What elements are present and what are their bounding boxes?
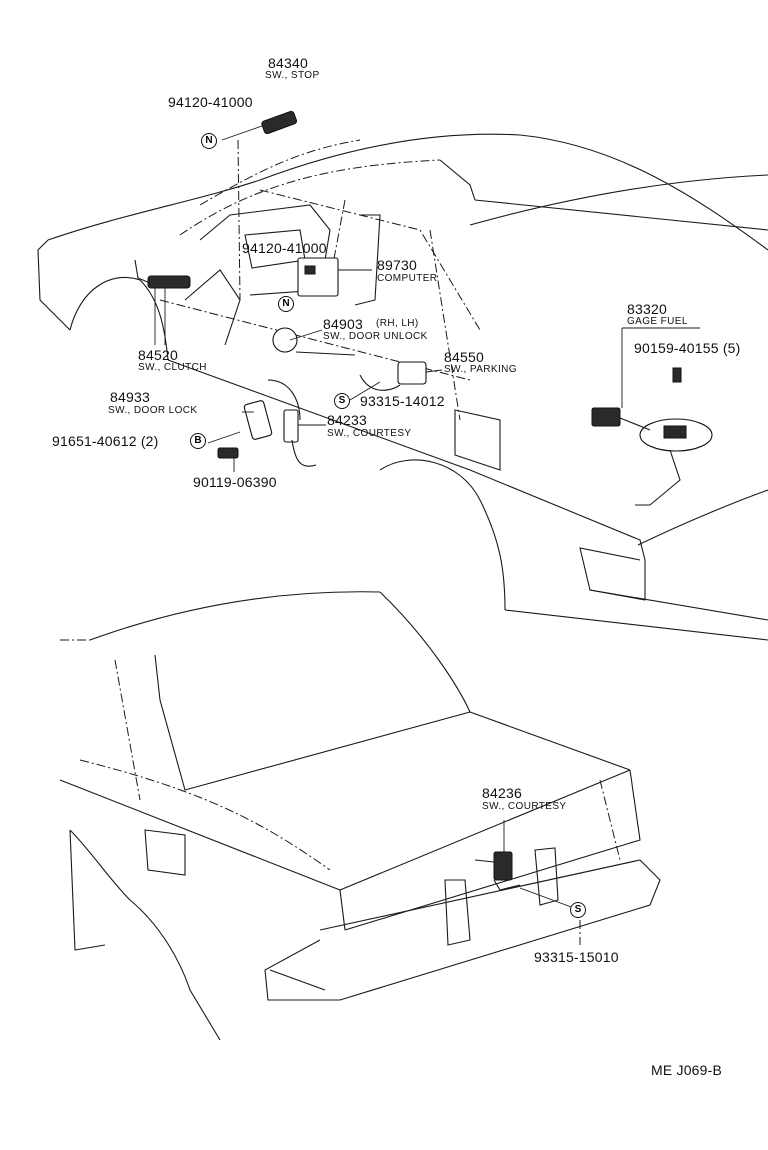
part-84520-number: 84520 bbox=[138, 347, 178, 363]
part-84933-number: 84933 bbox=[110, 389, 150, 405]
front-car-outline bbox=[37, 133, 768, 641]
n-symbol-mid: N bbox=[278, 296, 294, 312]
diagram-code: ME J069-B bbox=[651, 1062, 723, 1078]
part-84520-desc: SW., CLUTCH bbox=[138, 362, 207, 373]
leader-84903 bbox=[289, 329, 323, 341]
part-84236-desc: SW., COURTESY bbox=[482, 801, 567, 812]
part-90159-number: 90159-40155 (5) bbox=[634, 340, 741, 356]
part-91651-number: 91651-40612 (2) bbox=[52, 433, 159, 449]
computer-89730 bbox=[297, 257, 372, 297]
part-84903-number: 84903 bbox=[323, 316, 363, 332]
bolt-90119 bbox=[217, 447, 239, 472]
part-84236-number: 84236 bbox=[482, 785, 522, 801]
part-84340-desc: SW., STOP bbox=[265, 70, 320, 81]
s-symbol-bottom: S bbox=[570, 902, 586, 918]
courtesy-switch-84233 bbox=[283, 409, 317, 467]
part-84233-desc: SW., COURTESY bbox=[327, 428, 412, 439]
part-84233-number: 84233 bbox=[327, 412, 367, 428]
leader-84550 bbox=[425, 369, 443, 373]
door-lock-switch-84933 bbox=[243, 379, 301, 440]
part-94120-top-number: 94120-41000 bbox=[168, 94, 253, 110]
stop-switch-84340 bbox=[221, 110, 298, 141]
part-89730-desc: COMPUTER bbox=[377, 273, 438, 284]
part-83320-desc: GAGE FUEL bbox=[627, 316, 688, 327]
fuel-gage-83320 bbox=[591, 327, 713, 506]
part-94120-mid-number: 94120-41000 bbox=[242, 240, 327, 256]
clutch-switch-84520 bbox=[134, 259, 191, 345]
part-93315-15010-number: 93315-15010 bbox=[534, 949, 619, 965]
n-symbol-top: N bbox=[201, 133, 217, 149]
part-84933-desc: SW., DOOR LOCK bbox=[108, 405, 198, 416]
part-89730-number: 89730 bbox=[377, 257, 417, 273]
s-symbol-mid: S bbox=[334, 393, 350, 409]
leader-91651 bbox=[207, 431, 241, 444]
part-84903-desc: SW., DOOR UNLOCK bbox=[323, 331, 428, 342]
leader-93315-14012 bbox=[349, 381, 381, 401]
part-90119-number: 90119-06390 bbox=[193, 474, 277, 490]
part-83320-number: 83320 bbox=[627, 301, 667, 317]
part-84903-note: (RH, LH) bbox=[376, 318, 419, 329]
part-84550-desc: SW., PARKING bbox=[444, 364, 517, 375]
rear-car-outline bbox=[59, 591, 661, 1041]
part-84340-number: 84340 bbox=[268, 55, 308, 71]
part-93315-14012-number: 93315-14012 bbox=[360, 393, 445, 409]
parking-switch-84550 bbox=[359, 361, 427, 391]
door-unlock-switch-84903 bbox=[272, 327, 356, 356]
b-symbol: B bbox=[190, 433, 206, 449]
part-84550-number: 84550 bbox=[444, 349, 484, 365]
trunk-courtesy-switch-84236 bbox=[474, 820, 575, 909]
